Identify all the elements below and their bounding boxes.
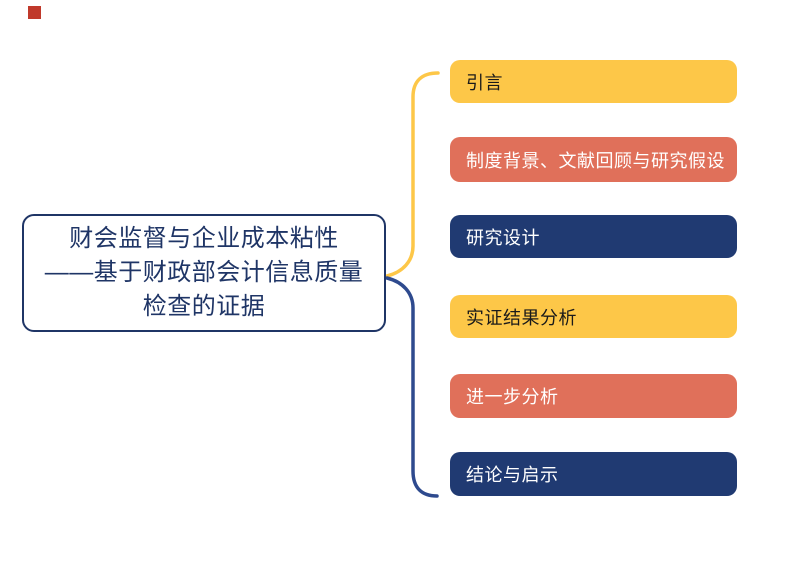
branch-node-conclusion[interactable]: 结论与启示	[450, 452, 737, 496]
branch-node-introduction[interactable]: 引言	[450, 60, 737, 103]
root-node[interactable]: 财会监督与企业成本粘性 ——基于财政部会计信息质量 检查的证据	[22, 214, 386, 332]
branch-node-empirical-results[interactable]: 实证结果分析	[450, 295, 737, 338]
root-title-line-2: ——基于财政部会计信息质量	[44, 259, 364, 286]
corner-accent-square	[28, 6, 41, 19]
branch-node-background-literature-hypothesis[interactable]: 制度背景、文献回顾与研究假设	[450, 137, 737, 182]
lower-branch-connector	[385, 276, 439, 498]
branch-node-research-design[interactable]: 研究设计	[450, 215, 737, 258]
branch-node-further-analysis[interactable]: 进一步分析	[450, 374, 737, 418]
root-title-line-3: 检查的证据	[142, 293, 266, 320]
root-title-line-1: 财会监督与企业成本粘性	[69, 225, 339, 252]
upper-branch-connector	[385, 71, 440, 278]
